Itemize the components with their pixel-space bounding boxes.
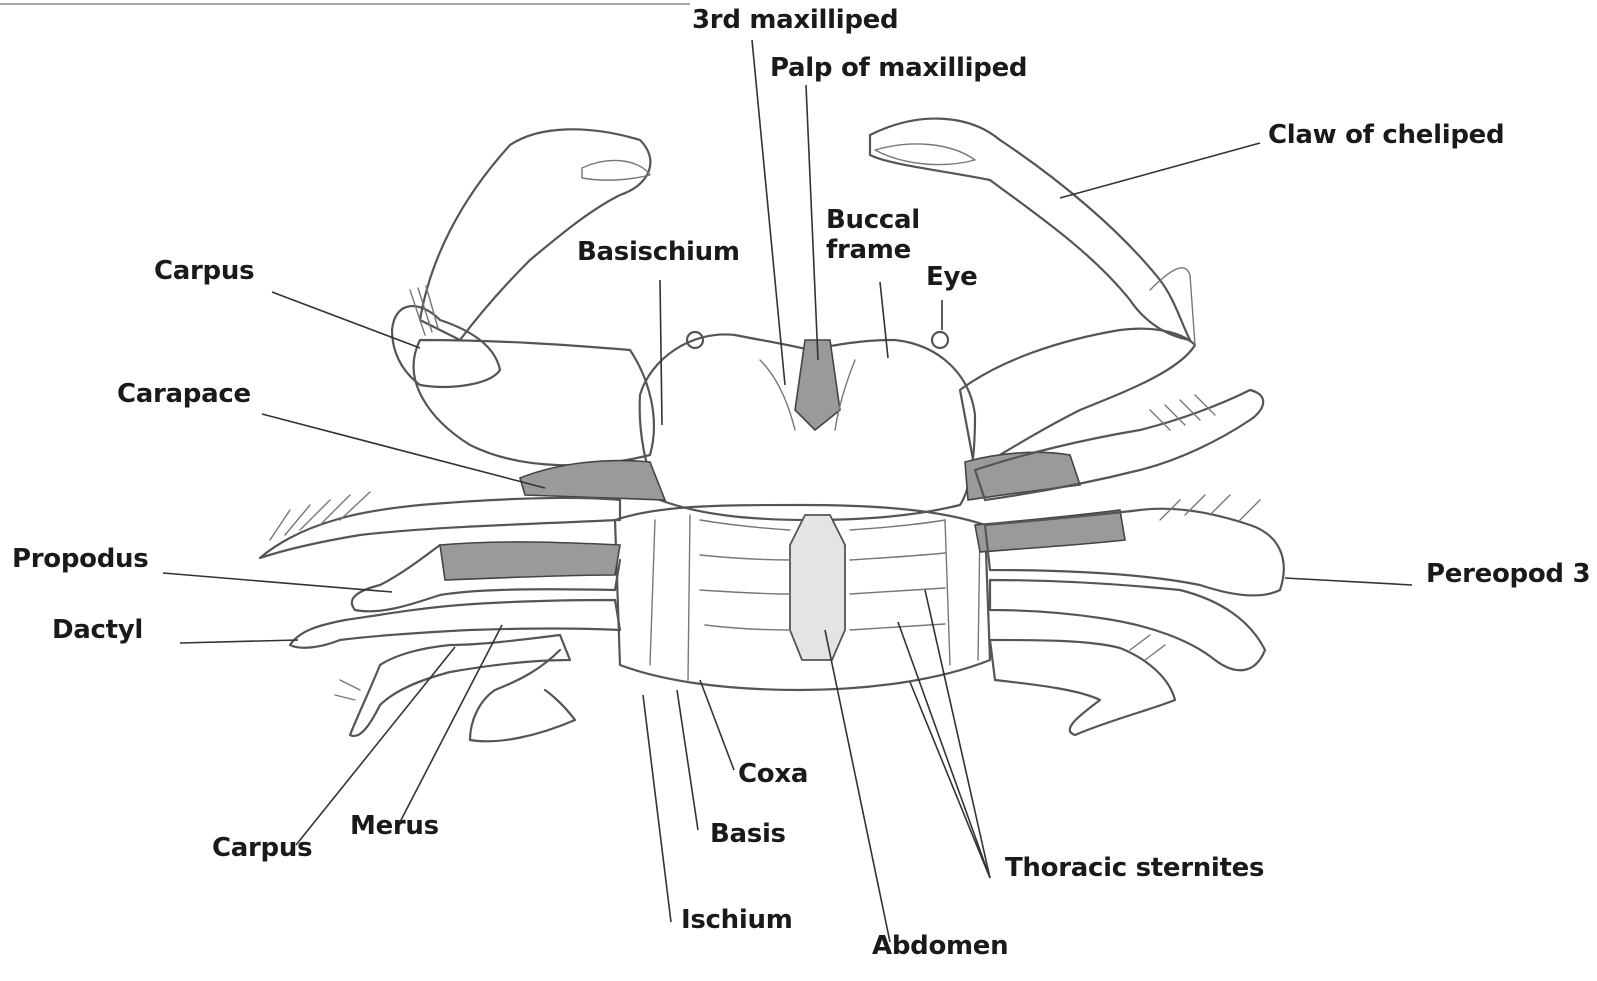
crab-body bbox=[260, 119, 1284, 742]
leader-palp bbox=[806, 85, 818, 360]
right-leg-4 bbox=[990, 640, 1175, 735]
leader-propodus bbox=[163, 573, 392, 592]
label-basis: Basis bbox=[710, 820, 786, 850]
label-claw-of-cheliped: Claw of cheliped bbox=[1268, 121, 1504, 151]
label-carpus-cheliped: Carpus bbox=[154, 257, 254, 287]
label-palp-of-maxilliped: Palp of maxilliped bbox=[770, 54, 1027, 84]
leader-dactyl bbox=[180, 640, 298, 643]
label-buccal-frame: Buccal frame bbox=[826, 206, 936, 266]
leader-basis bbox=[677, 690, 698, 830]
label-ischium: Ischium bbox=[681, 906, 793, 936]
label-pereopod-3: Pereopod 3 bbox=[1426, 560, 1590, 590]
leader-carapace bbox=[262, 414, 545, 488]
leader-3rd-maxilliped bbox=[752, 40, 785, 385]
leader-claw bbox=[1060, 143, 1260, 198]
label-carapace: Carapace bbox=[117, 380, 251, 410]
left-leg-2-merus bbox=[440, 542, 620, 580]
leader-ischium bbox=[643, 695, 671, 922]
leader-sternite-3 bbox=[910, 682, 990, 878]
label-thoracic-sternites: Thoracic sternites bbox=[1005, 854, 1264, 884]
left-leg-4 bbox=[350, 635, 570, 736]
carapace-left-shade bbox=[520, 461, 665, 500]
label-merus: Merus bbox=[350, 812, 439, 842]
label-3rd-maxilliped: 3rd maxilliped bbox=[692, 6, 898, 36]
right-leg-3 bbox=[990, 580, 1265, 670]
label-eye: Eye bbox=[926, 263, 977, 293]
leader-pereopod-3 bbox=[1285, 578, 1412, 585]
left-cheliped-merus bbox=[414, 340, 654, 465]
right-leg-2 bbox=[985, 509, 1284, 596]
label-abdomen: Abdomen bbox=[872, 932, 1008, 962]
left-leg-3 bbox=[290, 600, 620, 648]
leader-sternite-1 bbox=[925, 590, 990, 878]
leader-coxa bbox=[700, 680, 734, 770]
leader-buccal-frame bbox=[880, 282, 888, 358]
leader-sternite-2 bbox=[898, 622, 990, 878]
leader-basischium bbox=[660, 280, 662, 425]
label-basischium: Basischium bbox=[577, 238, 740, 268]
label-dactyl: Dactyl bbox=[52, 616, 143, 646]
label-carpus-leg: Carpus bbox=[212, 834, 312, 864]
left-leg-5 bbox=[470, 650, 575, 741]
leader-merus bbox=[400, 625, 502, 822]
right-eye bbox=[932, 332, 948, 348]
label-propodus: Propodus bbox=[12, 545, 148, 575]
leader-carpus-cheliped bbox=[272, 292, 420, 348]
abdomen-drawing bbox=[790, 515, 845, 660]
label-coxa: Coxa bbox=[738, 760, 808, 790]
leader-abdomen bbox=[825, 630, 890, 942]
right-leg-2-merus bbox=[975, 510, 1125, 552]
leader-lines bbox=[163, 40, 1412, 942]
right-cheliped-merus bbox=[960, 329, 1195, 470]
left-cheliped-carpus bbox=[392, 306, 500, 387]
